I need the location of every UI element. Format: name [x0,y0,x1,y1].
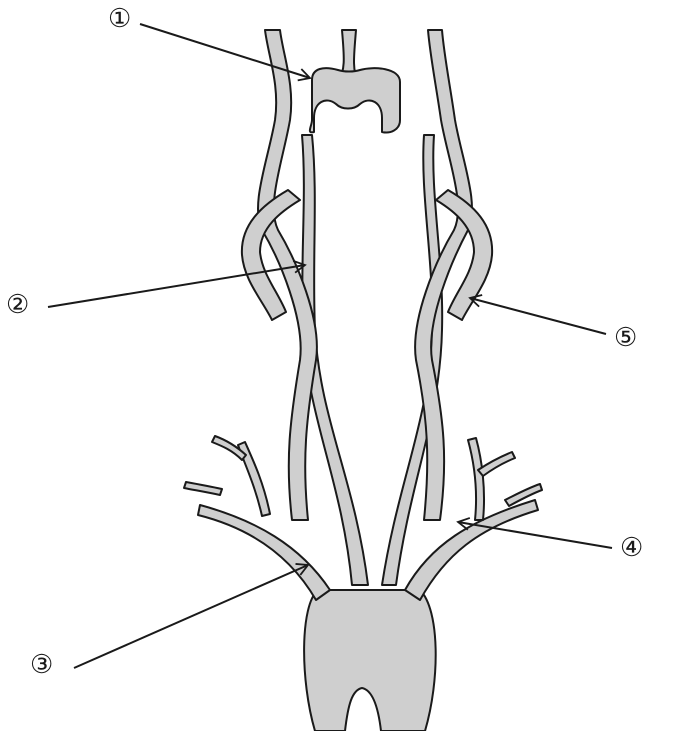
label-4: ④ [620,535,643,561]
right-branch-twig-a [478,452,515,476]
left-branch-twig-b [184,482,222,495]
left-subclavian-artery [198,505,330,600]
arrow-3 [74,565,308,668]
pointer-arrows [48,24,612,668]
label-2: ② [6,292,29,318]
vessels [184,30,542,731]
label-3: ③ [30,652,53,678]
label-1: ① [108,6,131,32]
top-junction-circle [310,68,400,132]
arrow-5 [470,298,606,334]
label-5: ⑤ [614,325,637,351]
right-branch-upper [468,438,484,520]
aortic-arch [304,590,436,731]
